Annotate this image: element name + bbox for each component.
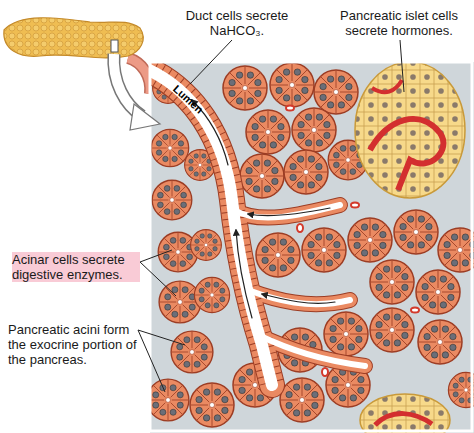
- acinus: [280, 378, 324, 422]
- duct-cells: [150, 66, 272, 385]
- acinus: [324, 312, 368, 356]
- tissue-panel: [150, 62, 474, 433]
- leader-line: [140, 262, 176, 296]
- acinus: [394, 210, 438, 254]
- flow-arrows: [192, 100, 335, 318]
- capillary: [322, 368, 328, 376]
- acinus: [191, 230, 222, 261]
- capillary: [351, 203, 359, 208]
- acinus: [284, 150, 328, 194]
- section-marker: [111, 40, 118, 52]
- islet-capillary: [372, 80, 402, 92]
- acinus: [151, 129, 188, 166]
- flow-arrow: [248, 208, 330, 216]
- callout-label: Duct cells secrete NaHCO₃.: [178, 8, 296, 38]
- capillary: [297, 224, 303, 232]
- acinus: [348, 218, 392, 262]
- acinus: [418, 320, 462, 364]
- acinus: [416, 270, 460, 314]
- duct-wall-edge: [150, 66, 272, 385]
- acinus: [370, 260, 414, 304]
- acinus: [370, 308, 414, 352]
- acinus: [150, 379, 189, 421]
- leader-lines: [138, 40, 404, 392]
- structure-label: Lumen: [167, 79, 210, 120]
- acinus: [190, 383, 234, 427]
- panel-frame: [150, 62, 472, 431]
- acinus: [256, 233, 300, 277]
- callout-label: Acinar cells secrete digestive enzymes.: [12, 252, 140, 282]
- islet-capillary: [370, 119, 443, 190]
- pancreatic-islet: [355, 62, 465, 198]
- acinus: [194, 277, 229, 312]
- islet-capillary: [375, 414, 432, 425]
- pancreatic-islet: [360, 394, 450, 433]
- capillary: [286, 106, 294, 111]
- leader-line: [138, 330, 185, 345]
- leader-line: [138, 330, 165, 392]
- acinus: [292, 108, 336, 152]
- acinus: [270, 63, 314, 107]
- acinus: [438, 228, 474, 272]
- flow-arrow: [236, 230, 252, 318]
- acinus: [240, 154, 284, 198]
- duodenum: [128, 58, 150, 94]
- callout-label: Pancreatic islet cells secrete hormones.: [326, 8, 472, 38]
- leader-line: [140, 250, 172, 262]
- acinus: [314, 70, 358, 114]
- acinus: [223, 66, 267, 110]
- duct: [150, 66, 365, 385]
- flow-arrow: [262, 294, 335, 303]
- duct-cell-borders: [150, 66, 272, 385]
- duodenum-fill: [128, 58, 150, 94]
- callout-label: Pancreatic acini form the exocrine porti…: [8, 322, 140, 367]
- lumen: [150, 66, 272, 385]
- leader-line: [190, 40, 232, 84]
- acinus: [171, 331, 213, 373]
- zoom-arrow-head: [130, 104, 160, 130]
- lumen-branch: [234, 205, 365, 366]
- acinus: [302, 228, 346, 272]
- pancreas-organ: [4, 18, 143, 58]
- acinus: [159, 281, 201, 323]
- leader-line: [400, 40, 404, 92]
- acinus: [448, 372, 474, 407]
- acinus: [152, 180, 192, 220]
- acinus: [246, 110, 290, 154]
- capillary: [411, 308, 419, 313]
